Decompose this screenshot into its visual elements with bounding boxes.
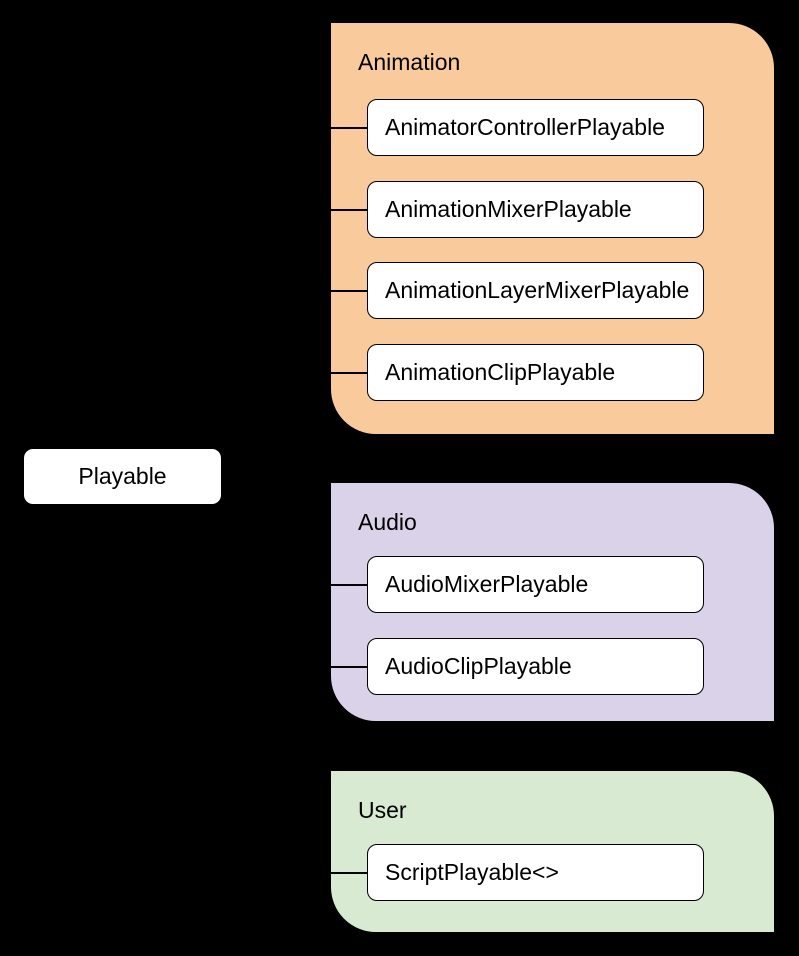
node-label: AnimationClipPlayable [385, 359, 616, 385]
node-animator-controller-playable: AnimatorControllerPlayable [367, 99, 704, 156]
node-label: AnimationMixerPlayable [385, 196, 632, 222]
connector-line [329, 290, 369, 292]
node-audio-mixer-playable: AudioMixerPlayable [367, 556, 704, 613]
connector-line [329, 584, 369, 586]
connector-line [329, 127, 369, 129]
group-animation-title: Animation [358, 49, 461, 75]
node-playable: Playable [23, 448, 222, 505]
node-animation-clip-playable: AnimationClipPlayable [367, 344, 704, 401]
node-label: AudioClipPlayable [385, 653, 572, 679]
node-animation-layer-mixer-playable: AnimationLayerMixerPlayable [367, 262, 704, 319]
connector-line [329, 872, 369, 874]
node-label: AnimatorControllerPlayable [385, 114, 665, 140]
group-audio: Audio AudioMixerPlayable AudioClipPlayab… [329, 482, 775, 722]
group-audio-title: Audio [358, 509, 417, 535]
node-playable-label: Playable [78, 463, 167, 489]
node-audio-clip-playable: AudioClipPlayable [367, 638, 704, 695]
node-label: ScriptPlayable<> [385, 859, 559, 885]
group-user: User ScriptPlayable<> [329, 770, 775, 933]
node-animation-mixer-playable: AnimationMixerPlayable [367, 181, 704, 238]
connector-line [329, 372, 369, 374]
connector-line [329, 666, 369, 668]
node-script-playable: ScriptPlayable<> [367, 844, 704, 901]
node-label: AudioMixerPlayable [385, 571, 589, 597]
connector-line [329, 209, 369, 211]
node-label: AnimationLayerMixerPlayable [385, 277, 690, 303]
group-user-title: User [358, 797, 407, 823]
group-animation: Animation AnimatorControllerPlayable Ani… [329, 22, 775, 435]
